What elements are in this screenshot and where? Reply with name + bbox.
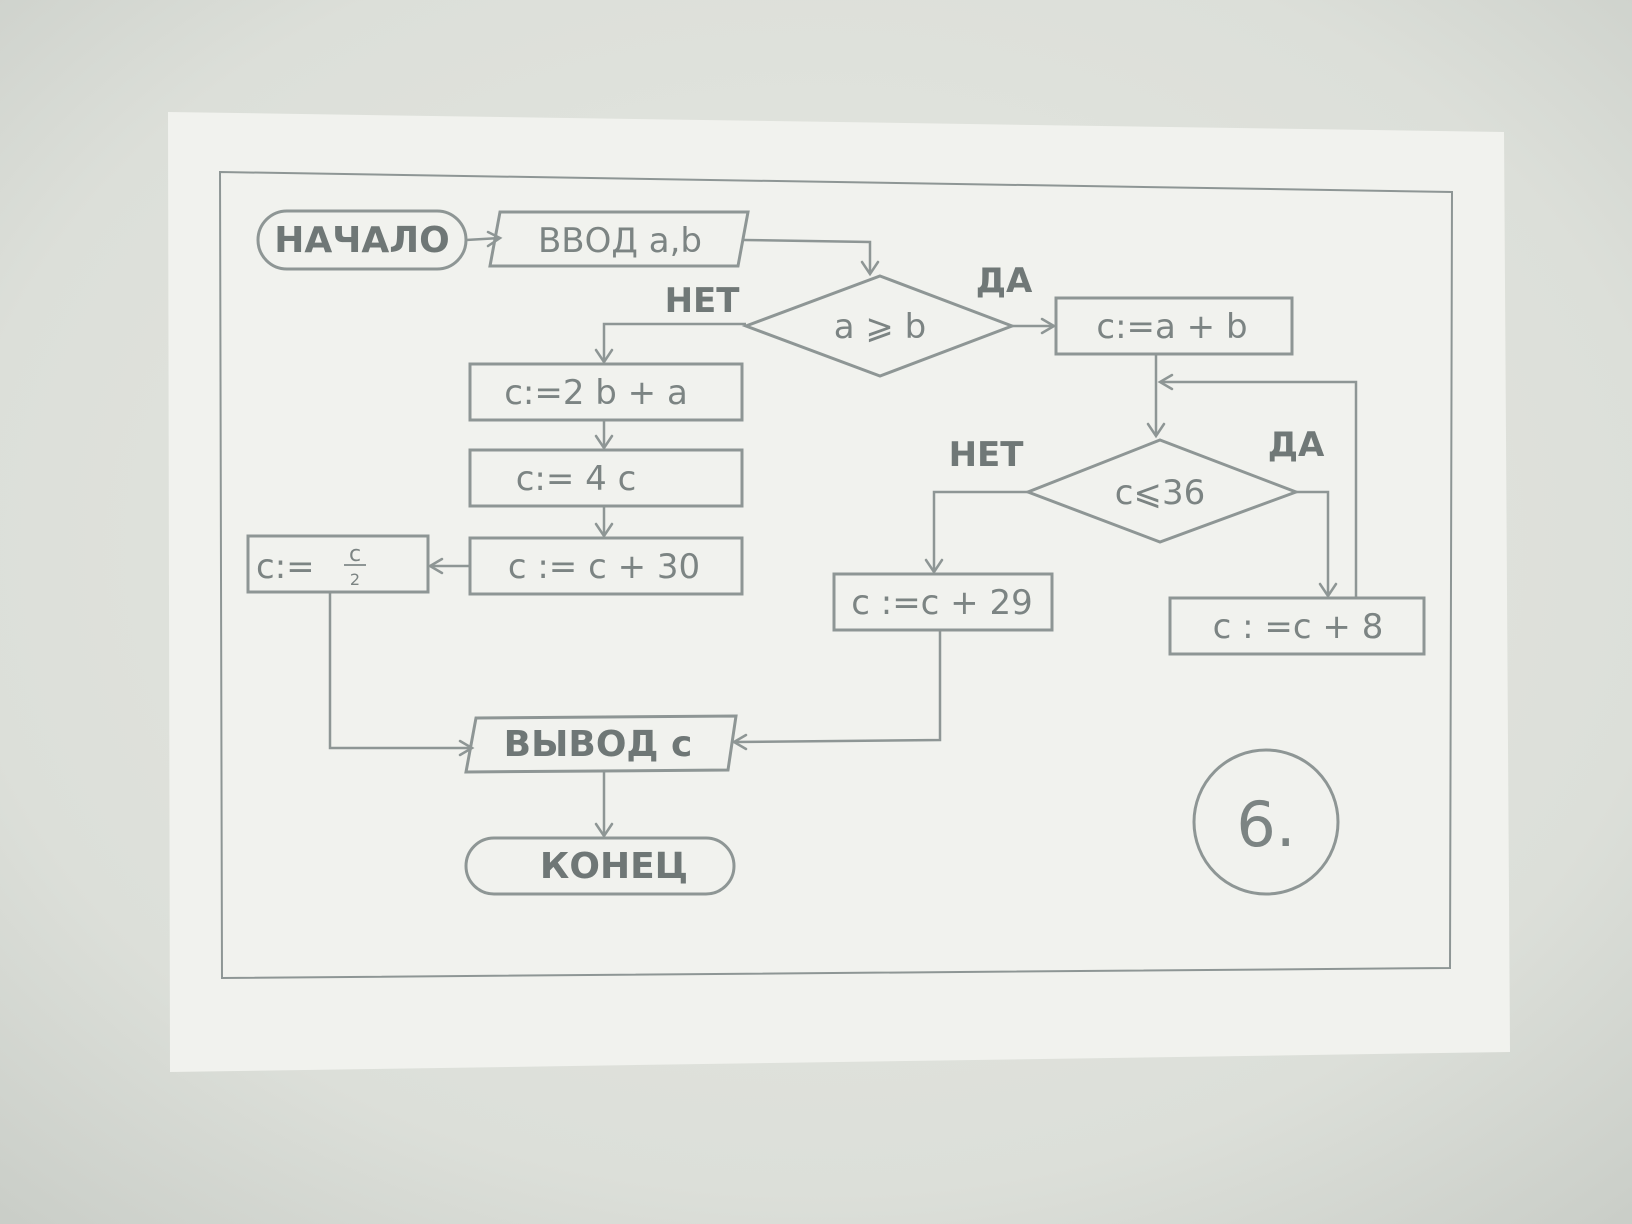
edge-cond2-yes <box>1296 490 1330 596</box>
edge-start-input <box>465 236 501 242</box>
arrowhead <box>1157 373 1174 391</box>
edge-half-output <box>328 592 472 750</box>
arrowhead <box>458 739 475 757</box>
start-label: НАЧАЛО <box>274 220 449 261</box>
no2-label: c:= 4 c <box>516 459 637 499</box>
arrowhead <box>1040 317 1057 335</box>
sum-label: c:=a + b <box>1096 307 1247 347</box>
arrowhead <box>731 733 748 751</box>
output-parallelogram <box>464 714 738 774</box>
arrowhead <box>594 822 614 839</box>
cond2-yes-label: ДА <box>1268 425 1325 465</box>
end-terminator <box>464 836 736 896</box>
condition-a-ge-b-diamond <box>741 274 1017 378</box>
edge-add29-output <box>733 630 942 744</box>
input-parallelogram <box>488 210 750 268</box>
end-label: КОНЕЦ <box>540 846 688 887</box>
half-denominator-label: 2 <box>350 570 360 589</box>
arrowhead <box>427 557 444 575</box>
input-label: ВВОД a,b <box>538 221 702 261</box>
half-numerator-label: c <box>349 542 361 567</box>
process-c-plus-8 <box>1168 596 1426 656</box>
cond1-label: a ⩾ b <box>834 307 927 347</box>
cond1-yes-label: ДА <box>976 261 1033 301</box>
card-number-label: 6. <box>1236 788 1295 861</box>
arrowhead <box>1146 422 1166 439</box>
no3-label: c := c + 30 <box>508 547 700 587</box>
add8-label: c : =c + 8 <box>1213 607 1384 647</box>
arrowhead <box>594 434 614 451</box>
process-4c <box>468 448 744 508</box>
cond2-label: c⩽36 <box>1115 473 1205 513</box>
arrowhead <box>594 348 614 365</box>
edge-cond1-no <box>602 322 746 362</box>
condition-c-le-36-diamond <box>1023 438 1301 544</box>
half-prefix-label: c:= <box>256 547 315 587</box>
process-c-plus-29 <box>832 572 1054 632</box>
arrowhead <box>1318 582 1338 599</box>
cond2-no-label: НЕТ <box>949 435 1025 475</box>
paper-card <box>168 112 1510 1072</box>
arrowhead <box>860 260 880 277</box>
add29-label: c :=c + 29 <box>851 583 1033 623</box>
edge-input-cond1 <box>743 238 872 274</box>
process-c-half <box>246 534 430 594</box>
output-label: ВЫВОД c <box>504 724 693 765</box>
edge-cond2-no <box>932 490 1028 572</box>
no1-label: c:=2 b + a <box>504 373 688 413</box>
arrowhead <box>486 230 503 248</box>
card-frame <box>218 170 1454 980</box>
cond1-no-label: НЕТ <box>665 281 741 321</box>
card-number-circle <box>1192 748 1340 896</box>
arrowhead <box>594 522 614 539</box>
arrowhead <box>924 558 944 575</box>
edge-loop-back <box>1160 380 1358 598</box>
process-2b-plus-a <box>468 362 744 422</box>
